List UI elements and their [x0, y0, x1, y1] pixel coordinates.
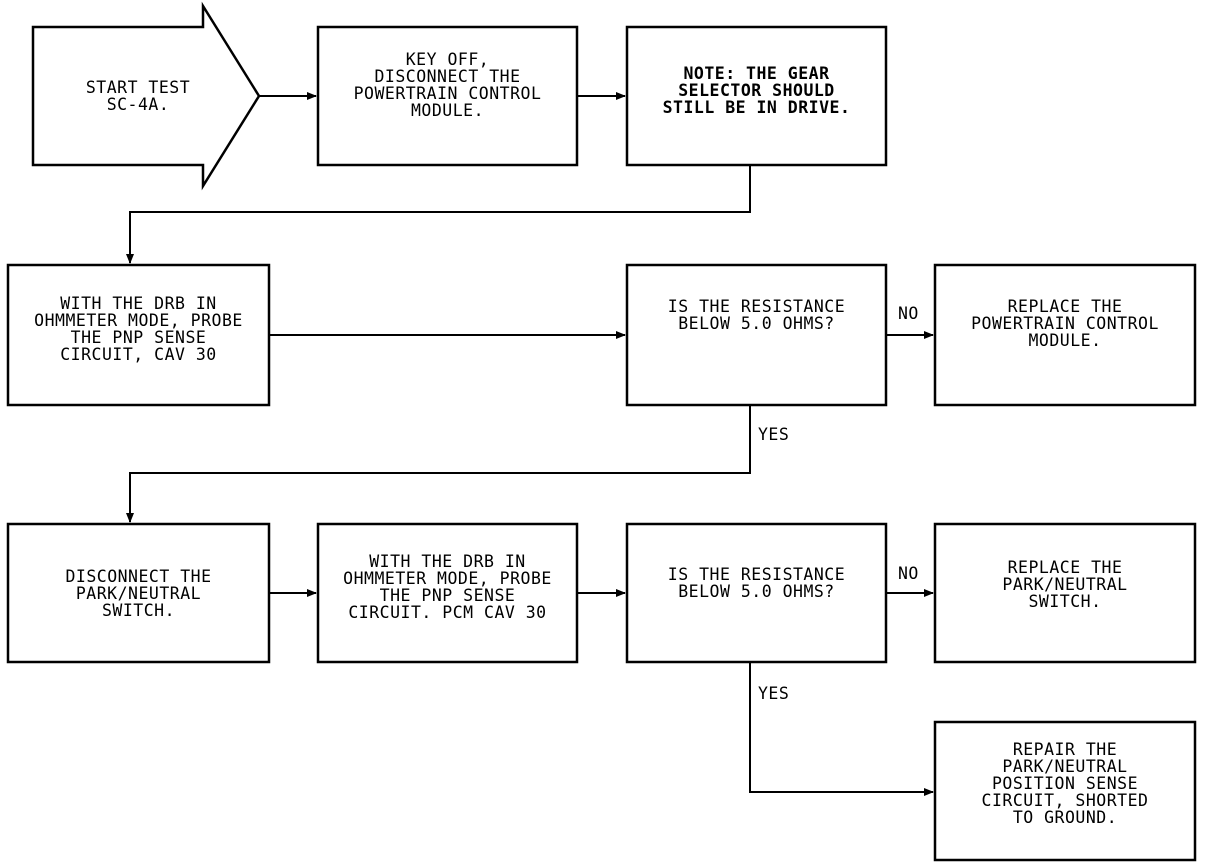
start-test-node: START TEST SC-4A.: [33, 27, 243, 165]
connector-decision2-yes: [749, 662, 934, 796]
connector-note-to-probe1: [126, 165, 751, 264]
label-no-2: NO: [898, 564, 919, 583]
step-replace-switch: REPLACE THE PARK/NEUTRAL SWITCH.: [935, 524, 1195, 662]
start-test-text: START TEST SC-4A.: [85, 78, 191, 114]
step-note-text: NOTE: THE GEAR SELECTOR SHOULD STILL BE …: [662, 63, 851, 117]
step-probe1: WITH THE DRB IN OHMMETER MODE, PROBE THE…: [8, 265, 269, 405]
label-yes-2: YES: [758, 684, 790, 703]
box-repair-circuit-border: [933, 720, 1197, 862]
label-no-1: NO: [898, 304, 919, 323]
label-yes-1: YES: [758, 425, 790, 444]
step-replace-pcm: REPLACE THE POWERTRAIN CONTROL MODULE.: [935, 265, 1195, 405]
step-replace-switch-text: REPLACE THE PARK/NEUTRAL SWITCH.: [1002, 557, 1128, 611]
step-key-off-text: KEY OFF, DISCONNECT THE POWERTRAIN CONTR…: [353, 50, 542, 120]
step-note: NOTE: THE GEAR SELECTOR SHOULD STILL BE …: [627, 27, 886, 165]
step-key-off: KEY OFF, DISCONNECT THE POWERTRAIN CONTR…: [318, 27, 577, 165]
box-note-border: [625, 25, 888, 167]
start-arrow-shape: [31, 1, 261, 191]
decision-1: IS THE RESISTANCE BELOW 5.0 OHMS?: [627, 265, 886, 405]
step-probe2-text: WITH THE DRB IN OHMMETER MODE, PROBE THE…: [343, 552, 552, 622]
decision-2: IS THE RESISTANCE BELOW 5.0 OHMS?: [627, 524, 886, 662]
decision-2-text: IS THE RESISTANCE BELOW 5.0 OHMS?: [667, 565, 846, 601]
box-replace-switch-border: [933, 522, 1197, 664]
step-repair-circuit-text: REPAIR THE PARK/NEUTRAL POSITION SENSE C…: [981, 739, 1149, 827]
step-repair-circuit: REPAIR THE PARK/NEUTRAL POSITION SENSE C…: [935, 722, 1195, 860]
connector-decision1-yes: [126, 405, 751, 523]
decision-1-text: IS THE RESISTANCE BELOW 5.0 OHMS?: [667, 297, 846, 333]
step-probe2: WITH THE DRB IN OHMMETER MODE, PROBE THE…: [318, 524, 577, 662]
box-replace-pcm-border: [933, 263, 1197, 407]
step-replace-pcm-text: REPLACE THE POWERTRAIN CONTROL MODULE.: [971, 296, 1159, 350]
step-probe1-text: WITH THE DRB IN OHMMETER MODE, PROBE THE…: [34, 294, 243, 364]
step-disconnect-switch: DISCONNECT THE PARK/NEUTRAL SWITCH.: [8, 524, 269, 662]
step-disconnect-switch-text: DISCONNECT THE PARK/NEUTRAL SWITCH.: [65, 566, 212, 620]
